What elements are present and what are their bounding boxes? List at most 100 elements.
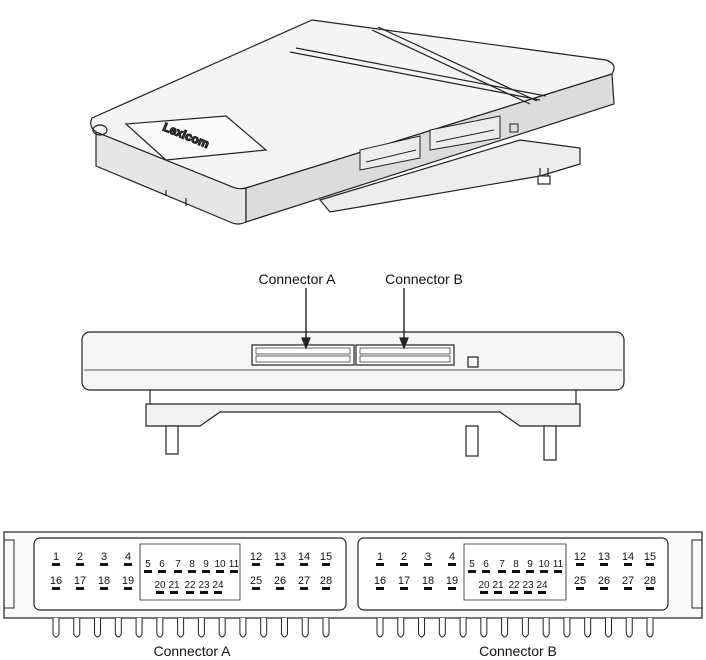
pin-marker — [100, 563, 108, 566]
pin-marker — [52, 587, 60, 590]
module-mounting-bracket — [318, 139, 581, 213]
pin-marker — [156, 591, 164, 594]
pin-marker — [400, 587, 408, 590]
pin-marker — [124, 587, 132, 590]
side-label-connector-b: Connector B — [385, 271, 463, 287]
pin-marker — [300, 587, 308, 590]
pin-number-label: 7 — [499, 559, 505, 570]
connector-leg — [239, 618, 247, 638]
module-panel-seam — [289, 51, 541, 101]
pin-number-label: 2 — [401, 551, 407, 563]
pin-number-label: 21 — [168, 580, 180, 591]
pin-marker — [76, 587, 84, 590]
connector-leg — [459, 618, 467, 638]
pin-marker — [468, 570, 476, 573]
pin-number-label: 24 — [212, 580, 224, 591]
pin-marker — [576, 563, 584, 566]
pin-marker — [174, 570, 182, 573]
pin-number-label: 12 — [574, 551, 586, 563]
pin-number-label: 10 — [538, 559, 550, 570]
connector-leg — [322, 618, 330, 638]
pin-marker — [214, 591, 222, 594]
pin-number-label: 1 — [377, 551, 383, 563]
pin-number-label: 20 — [478, 580, 490, 591]
pin-marker — [230, 570, 238, 573]
pin-number-label: 23 — [522, 580, 534, 591]
pin-marker — [200, 591, 208, 594]
pin-number-label: 16 — [50, 575, 62, 587]
pin-number-label: 11 — [553, 559, 564, 570]
pin-number-label: 7 — [175, 559, 181, 570]
pinout-block-a — [33, 537, 347, 611]
connector-leg — [156, 618, 164, 638]
pin-marker — [524, 591, 532, 594]
pin-marker — [448, 563, 456, 566]
module-side-view — [81, 288, 625, 461]
pin-number-label: 4 — [449, 551, 455, 563]
pin-number-label: 16 — [374, 575, 386, 587]
pin-marker — [448, 587, 456, 590]
pin-number-label: 8 — [189, 559, 195, 570]
pinout-housing — [3, 531, 703, 619]
pin-marker — [424, 587, 432, 590]
connector-leg — [563, 618, 571, 638]
pin-number-label: 20 — [154, 580, 166, 591]
pin-marker — [526, 570, 534, 573]
pin-marker — [480, 591, 488, 594]
connector-leg — [218, 618, 226, 638]
connector-leg — [52, 618, 60, 638]
pin-marker — [322, 587, 330, 590]
pin-marker — [52, 563, 60, 566]
pin-marker — [202, 570, 210, 573]
connector-leg — [301, 618, 309, 638]
pin-number-label: 17 — [74, 575, 86, 587]
pin-marker — [144, 570, 152, 573]
pin-number-label: 25 — [250, 575, 262, 587]
pin-number-label: 28 — [644, 575, 656, 587]
connector-leg — [280, 618, 288, 638]
connector-leg — [73, 618, 81, 638]
connector-leg — [604, 618, 612, 638]
pinout-label-connector-b: Connector B — [479, 643, 557, 659]
side-small-port — [467, 356, 479, 368]
pin-number-label: 19 — [122, 575, 134, 587]
pin-number-label: 23 — [198, 580, 210, 591]
side-bracket — [145, 403, 581, 427]
pin-marker — [186, 591, 194, 594]
connector-leg — [418, 618, 426, 638]
pin-number-label: 2 — [77, 551, 83, 563]
pin-marker — [188, 570, 196, 573]
pin-number-label: 26 — [274, 575, 286, 587]
pin-marker — [576, 587, 584, 590]
pin-marker — [216, 570, 224, 573]
logo-badge — [92, 124, 108, 136]
pin-marker — [624, 587, 632, 590]
pin-number-label: 5 — [145, 559, 151, 570]
module-label-plate — [124, 115, 268, 161]
pin-number-label: 18 — [422, 575, 434, 587]
pin-marker — [624, 563, 632, 566]
pin-marker — [170, 591, 178, 594]
pin-marker — [252, 587, 260, 590]
side-label-connector-a: Connector A — [258, 271, 336, 287]
pinout-label-connector-a: Connector A — [153, 643, 231, 659]
pin-marker — [424, 563, 432, 566]
pin-number-label: 9 — [203, 559, 209, 570]
side-connector-b — [355, 344, 455, 366]
pin-marker — [300, 563, 308, 566]
connector-leg — [197, 618, 205, 638]
pin-number-label: 13 — [598, 551, 610, 563]
pin-number-label: 6 — [483, 559, 489, 570]
connector-leg — [625, 618, 633, 638]
pin-marker — [100, 587, 108, 590]
pin-marker — [124, 563, 132, 566]
pin-number-label: 15 — [320, 551, 332, 563]
connector-leg — [480, 618, 488, 638]
pin-number-label: 11 — [229, 559, 240, 570]
pin-number-label: 9 — [527, 559, 533, 570]
side-connector-a — [251, 344, 355, 366]
pin-marker — [322, 563, 330, 566]
pin-number-label: 27 — [622, 575, 634, 587]
pinout-block-b — [357, 537, 669, 611]
module-isometric-view: Lexicom — [90, 19, 615, 225]
